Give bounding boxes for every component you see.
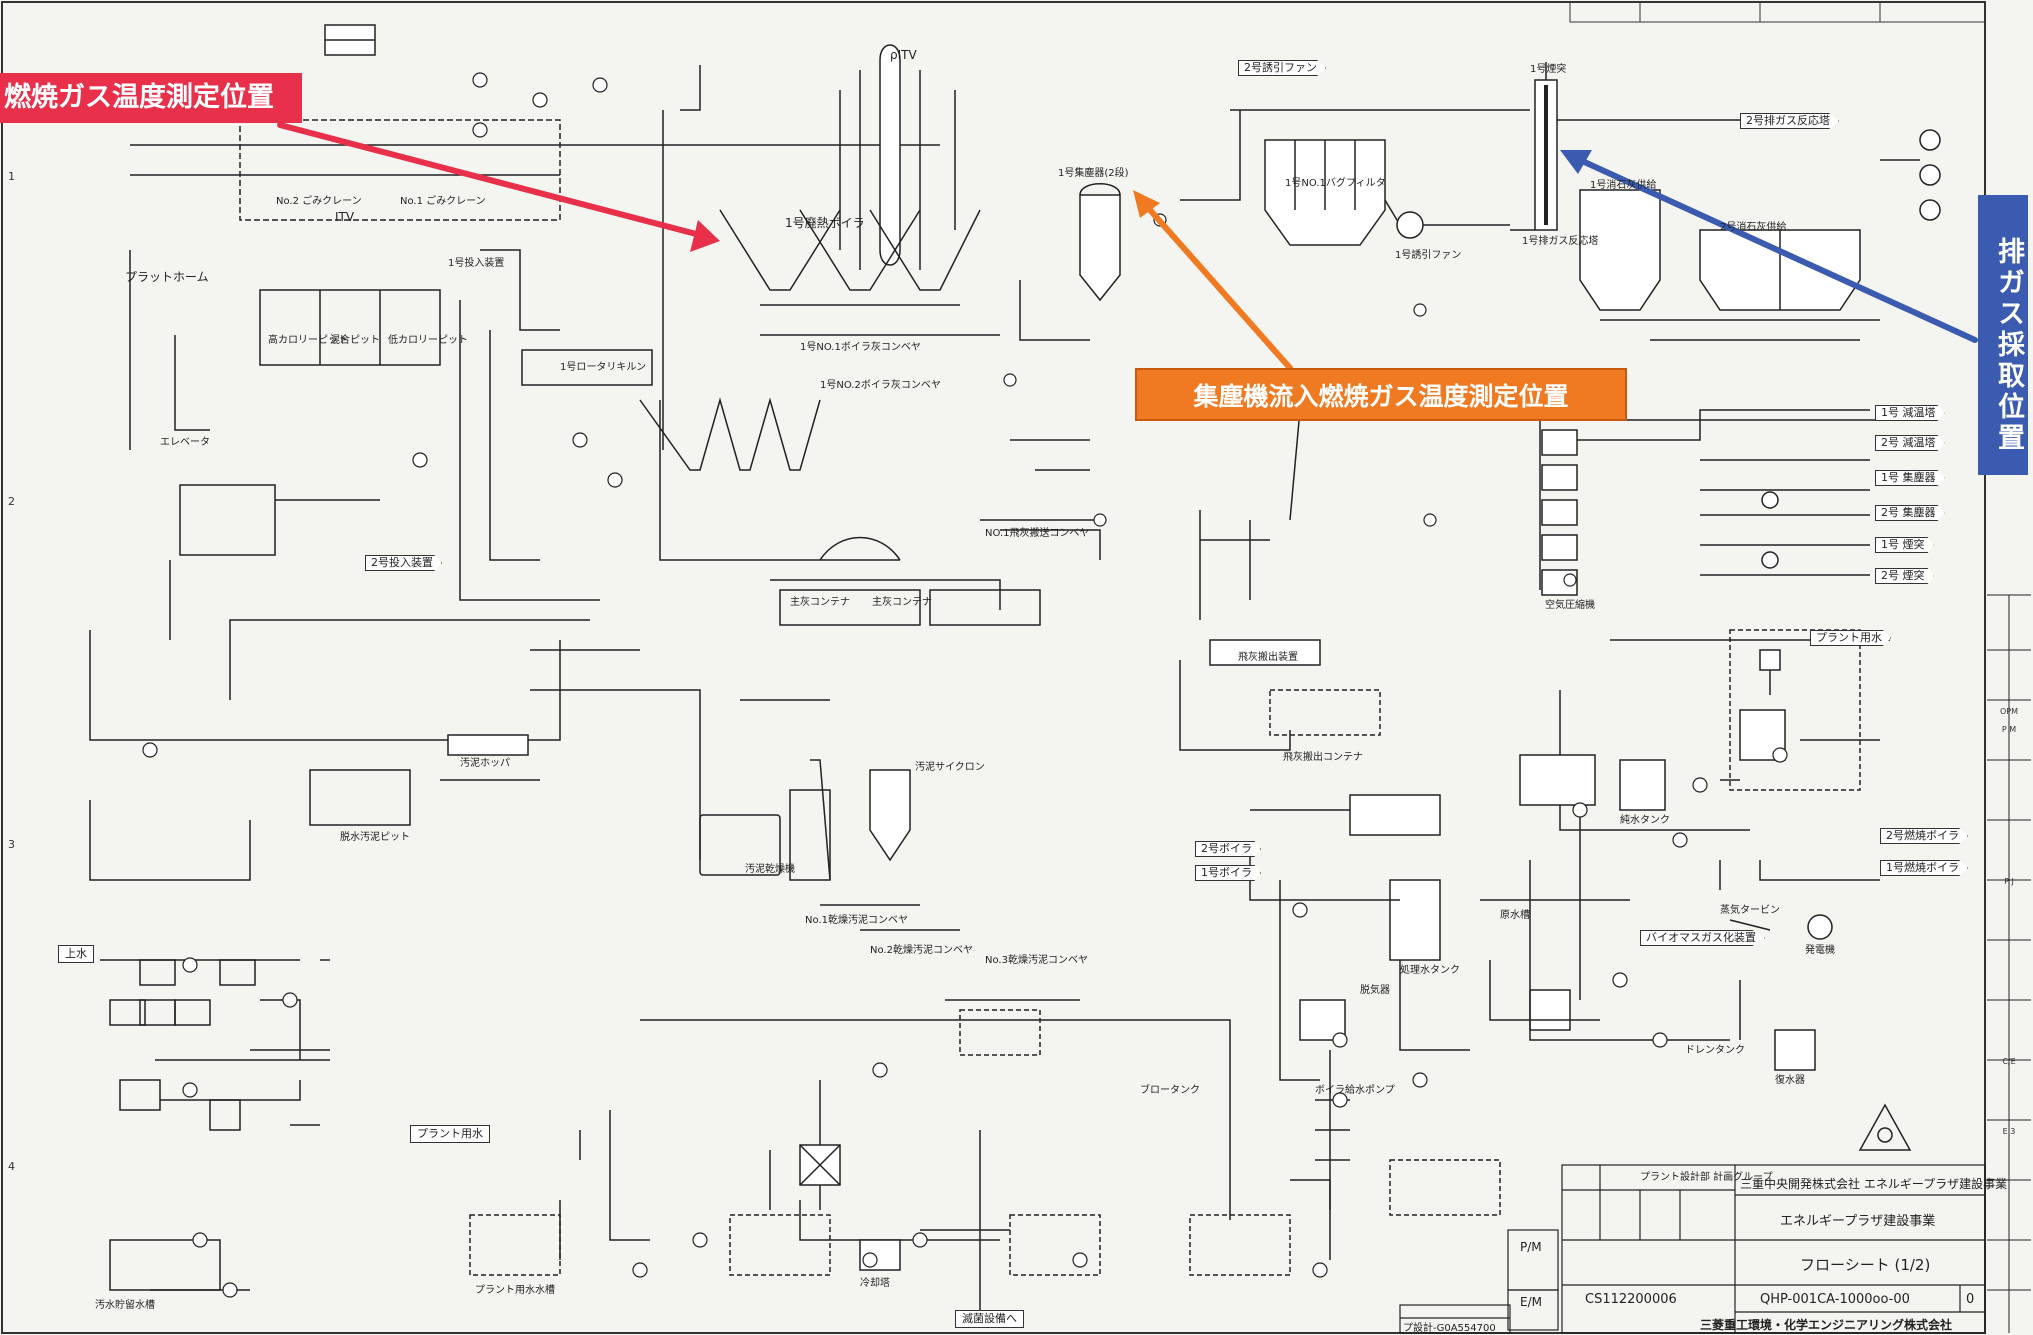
main-container-2-label: 主灰コンテナ [872, 597, 932, 608]
title-block-client: 三重中央開発株式会社 エネルギープラザ建設事業 [1740, 1177, 2008, 1191]
elevator-label: エレベータ [160, 437, 210, 448]
side-cell-opm: OPM [1999, 707, 2019, 716]
condenser-label: 復水器 [1775, 1075, 1805, 1086]
tag-no1-boiler-combustion: 1号燃焼ボイラ [1880, 860, 1968, 876]
conveyor-no2-label: 1号NO.2ボイラ灰コンベヤ [820, 380, 941, 391]
title-block-company: 三菱重工環境・化学エンジニアリング株式会社 [1700, 1318, 1953, 1332]
dry-conveyor-1-label: No.1乾燥汚泥コンベヤ [805, 915, 908, 926]
fly-ash-silo-label: 飛灰搬出装置 [1238, 652, 1298, 663]
dust-collector-inlet-temp-callout: 集塵機流入燃焼ガス温度測定位置 [1135, 368, 1627, 421]
em-label: E/M [1520, 1295, 1542, 1309]
induced-fan-label: 1号誘引ファン [1395, 250, 1462, 261]
lime-feed-2-label: 2号消石灰供給 [1720, 222, 1787, 233]
drain-tank-label: ドレンタンク [1685, 1045, 1745, 1056]
dust-collector-label: 1号集塵器(2段) [1058, 168, 1129, 179]
tag-no2-hopper: 2号投入装置 [365, 555, 442, 571]
title-block-job-no: CS112200006 [1585, 1292, 1677, 1307]
tag-no2-cooling-tower: 2号 減温塔 [1875, 435, 1945, 451]
combustion-gas-temp-callout: 燃焼ガス温度測定位置 [0, 73, 302, 123]
plant-water-tank-label: プラント用水水槽 [475, 1285, 555, 1296]
itv-label-1: ρITV [890, 48, 917, 62]
platform-label: プラットホーム [125, 270, 209, 284]
title-block-ref-no: プ設計-G0A554700 [1403, 1323, 1496, 1334]
deaerator-label: 脱気器 [1360, 985, 1390, 996]
tag-biomass: バイオマスガス化装置 [1640, 930, 1765, 946]
fly-ash-conveyor-label: NO.1飛灰搬送コンベヤ [985, 528, 1090, 539]
cooling-tower-label: 冷却塔 [860, 1278, 890, 1289]
tag-no2-boiler: 2号ボイラ [1195, 841, 1261, 857]
side-cell-e3: E 3 [2002, 1127, 2016, 1136]
no1-crane-label: No.1 ごみクレーン [400, 196, 486, 207]
tag-no2-boiler-combustion: 2号燃焼ボイラ [1880, 828, 1968, 844]
pm-label: P/M [1520, 1240, 1542, 1254]
pit-mid-label: 混合ピット [330, 335, 380, 346]
no2-crane-label: No.2 ごみクレーン [276, 196, 362, 207]
waste-water-tank-label: 汚水貯留水槽 [95, 1300, 155, 1311]
itv-label-2: ITV [335, 210, 355, 224]
sludge-pit-label: 脱水汚泥ピット [340, 832, 410, 843]
lime-feed-1-label: 1号消石灰供給 [1590, 180, 1657, 191]
pit-left-label: 高カロリーピット [268, 335, 348, 346]
tag-no1-chimney: 1号 煙突 [1875, 537, 1934, 553]
blow-tank-label: ブロータンク [1140, 1085, 1200, 1096]
title-block-rev: 0 [1966, 1292, 1975, 1307]
conveyor-no1-label: 1号NO.1ボイラ灰コンベヤ [800, 342, 921, 353]
row-marker-1: 1 [8, 170, 15, 183]
chimney-label: 1号煙突 [1530, 64, 1567, 75]
row-marker-2: 2 [8, 495, 15, 508]
tag-no2-induced-fan: 2号誘引ファン [1238, 60, 1326, 76]
generator-label: 発電機 [1805, 945, 1835, 956]
dry-conveyor-2-label: No.2乾燥汚泥コンベヤ [870, 945, 973, 956]
dry-conveyor-3-label: No.3乾燥汚泥コンベヤ [985, 955, 1088, 966]
air-tank-label: 空気圧縮機 [1545, 600, 1595, 611]
blue-arrow-line [1577, 157, 1978, 343]
tag-plant-water: プラント用水 [1810, 630, 1891, 646]
rotary-kiln-label: 1号ロータリキルン [560, 362, 647, 373]
treated-water-tank-label: 処理水タンク [1400, 965, 1460, 976]
orange-arrow-head [1133, 190, 1160, 218]
exhaust-gas-sampling-callout: 排ガス採取位置 [1978, 195, 2028, 475]
tag-no1-boiler: 1号ボイラ [1195, 865, 1261, 881]
side-cell-ce: C/E [2002, 1057, 2016, 1066]
sludge-dryer-label: 汚泥乾燥機 [745, 864, 795, 875]
tap-water-box: 上水 [58, 945, 94, 963]
raw-water-label: 原水槽 [1500, 910, 1530, 921]
sludge-hopper-label: 汚泥ホッパ [460, 758, 510, 769]
red-arrow-head [690, 220, 720, 252]
orange-arrow-line [1147, 207, 1293, 371]
plant-water-box: プラント用水 [410, 1125, 490, 1143]
row-marker-3: 3 [8, 838, 15, 851]
tag-no2-dust-collector: 2号 集塵器 [1875, 505, 1945, 521]
bag-filter-label: 1号NO.1バグフィルタ [1285, 178, 1386, 189]
side-cell-pm: P M [2001, 725, 2017, 734]
tag-no1-cooling-tower: 1号 減温塔 [1875, 405, 1945, 421]
main-container-1-label: 主灰コンテナ [790, 597, 850, 608]
row-marker-4: 4 [8, 1160, 15, 1173]
red-arrow-line [277, 122, 703, 238]
side-cell-pj: P J [2004, 877, 2014, 886]
sludge-cyclone-label: 汚泥サイクロン [915, 762, 985, 773]
title-block-drawing-no: QHP-001CA-1000oo-00 [1760, 1292, 1910, 1307]
title-block-project: エネルギープラザ建設事業 [1780, 1214, 1936, 1229]
pit-right-label: 低カロリーピット [388, 335, 468, 346]
fly-ash-container-label: 飛灰搬出コンテナ [1283, 752, 1363, 763]
title-block-sheet-title: フローシート (1/2) [1800, 1256, 1931, 1274]
hopper-1-label: 1号投入装置 [448, 258, 505, 269]
tag-no1-dust-collector: 1号 集塵器 [1875, 470, 1945, 486]
pure-water-tank-label: 純水タンク [1620, 815, 1670, 826]
blue-arrow-head [1560, 150, 1592, 174]
boiler-feed-pump-label: ボイラ給水ポンプ [1315, 1085, 1395, 1096]
tag-no2-reaction-tower: 2号排ガス反応塔 [1740, 113, 1839, 129]
reaction-tower-label: 1号排ガス反応塔 [1522, 236, 1599, 247]
boiler-1-label: 1号廃熱ボイラ [785, 216, 865, 230]
tag-no2-chimney: 2号 煙突 [1875, 568, 1934, 584]
sterilize-box: 滅菌設備へ [955, 1310, 1024, 1328]
steam-turbine-label: 蒸気タービン [1720, 905, 1780, 916]
title-block-dept: プラント設計部 計画グループ [1640, 1172, 1773, 1183]
